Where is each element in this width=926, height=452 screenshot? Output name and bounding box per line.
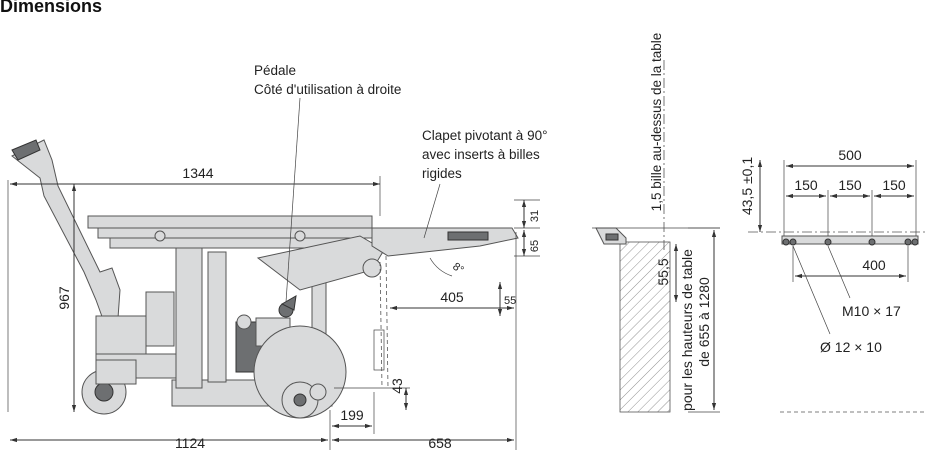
table-hatch [619, 241, 671, 413]
side-annotations: Pédale Côté d'utilisation à droite Clape… [254, 63, 547, 303]
dim-43-5: 43,5 ±0,1 [739, 157, 755, 215]
dim-55-5: 55,5 [655, 258, 671, 285]
pedal [280, 295, 297, 311]
swivel-flap [371, 227, 519, 257]
dim-1124: 1124 [175, 435, 205, 451]
ball-above-label: 1,5 bille au-dessus de la table [649, 33, 664, 212]
dim-65: 65 [529, 240, 541, 252]
pedal-label-line1: Pédale [254, 63, 296, 78]
dim-31: 31 [529, 210, 541, 222]
flap-label-line3: rigides [422, 166, 462, 181]
dim-658: 658 [428, 435, 452, 451]
flap-label-line2: avec inserts à billes [422, 147, 540, 162]
dim-43: 43 [389, 378, 405, 394]
ball-holes [782, 238, 919, 246]
flap-label-line1: Clapet pivotant à 90° [422, 128, 547, 143]
hole-label: Ø 12 × 10 [820, 339, 882, 355]
dim-150-c: 150 [882, 177, 906, 193]
table-edge-view: 55,5 pour les hauteurs de table de 655 à… [592, 33, 720, 413]
dim-150-b: 150 [838, 177, 862, 193]
angle-label: 8° [450, 261, 466, 277]
dim-55: 55 [504, 295, 516, 307]
pump-block [95, 315, 147, 359]
side-view [11, 139, 519, 419]
dim-400: 400 [862, 257, 886, 273]
table-heights-line1: pour les hauteurs de table [679, 249, 695, 411]
side-dimensions: 1344 967 1124 658 199 43 405 55 31 [7, 165, 541, 451]
dim-967: 967 [56, 286, 72, 310]
rail [781, 235, 919, 245]
rail-view: 43,5 ±0,1 500 150 150 150 400 M10 [739, 147, 926, 413]
lift-column [175, 247, 203, 389]
dim-405: 405 [440, 289, 464, 305]
pedal-label-line2: Côté d'utilisation à droite [254, 82, 401, 97]
dim-1344: 1344 [182, 165, 213, 181]
dim-500: 500 [838, 147, 862, 163]
tow-handle [11, 139, 121, 323]
dim-150-a: 150 [794, 177, 818, 193]
page-title: Dimensions [0, 0, 103, 16]
thread-label: M10 × 17 [842, 303, 901, 319]
dim-199: 199 [340, 407, 364, 423]
table-top [87, 215, 373, 229]
table-heights-line2: de 655 à 1280 [696, 277, 712, 367]
